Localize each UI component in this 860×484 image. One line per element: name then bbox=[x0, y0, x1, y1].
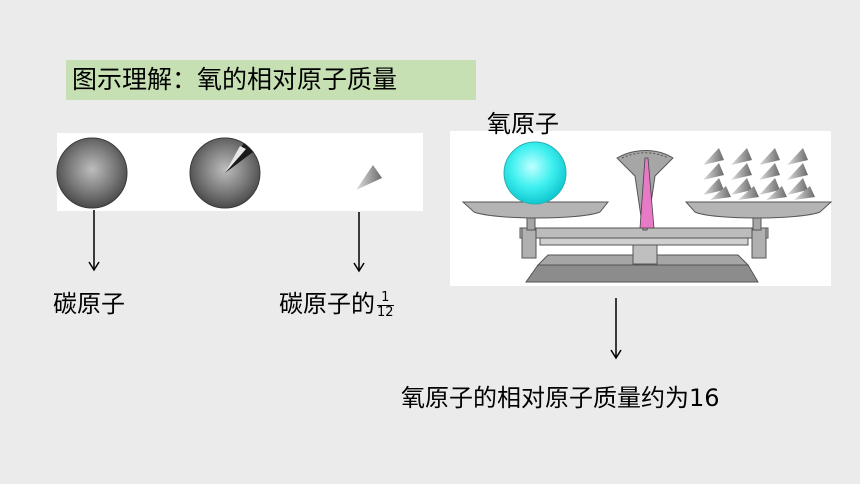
wedge-pile-icon bbox=[703, 148, 815, 200]
oxygen-atom-sphere-icon bbox=[503, 141, 567, 205]
carbon-atom-sphere-icon bbox=[56, 137, 128, 209]
carbon-twelfth-text: 碳原子的 bbox=[279, 290, 375, 318]
conclusion-text: 氧原子的相对原子质量约为16 bbox=[401, 384, 720, 412]
slide-title: 图示理解：氧的相对原子质量 bbox=[66, 60, 476, 100]
oxygen-atom-label: 氧原子 bbox=[487, 110, 559, 138]
carbon-atom-cut-icon bbox=[189, 137, 261, 209]
fraction-numerator: 1 bbox=[377, 290, 394, 306]
arrow-down-icon bbox=[353, 212, 365, 273]
arrow-down-icon bbox=[88, 210, 100, 272]
carbon-atom-label: 碳原子 bbox=[53, 290, 125, 318]
fraction-denominator: 12 bbox=[377, 304, 394, 320]
arrow-down-icon bbox=[610, 298, 622, 360]
carbon-wedge-icon bbox=[356, 165, 382, 190]
